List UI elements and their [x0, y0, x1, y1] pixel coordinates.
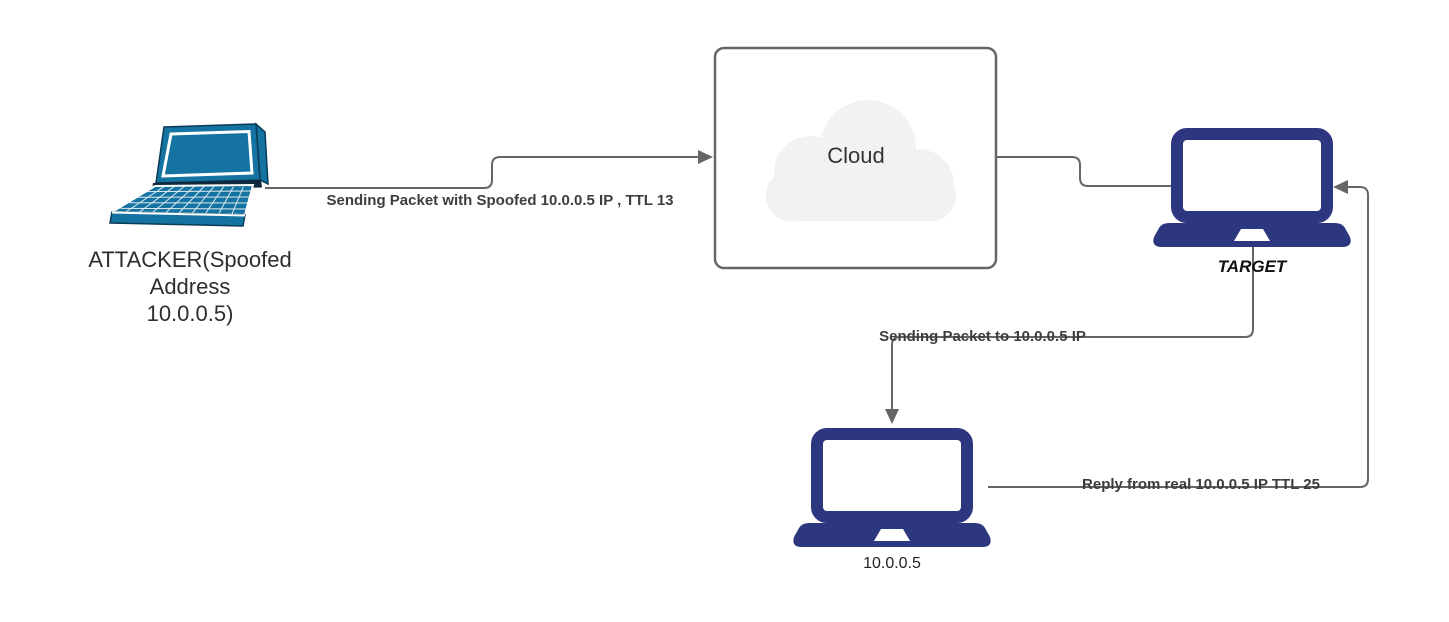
edge-real-host-to-target[interactable] [988, 180, 1369, 488]
attacker-label: ATTACKER(Spoofed Address 10.0.0.5) [60, 246, 320, 327]
edge-label-attacker-to-cloud: Sending Packet with Spoofed 10.0.0.5 IP … [326, 192, 674, 209]
cloud-label: Cloud [827, 143, 885, 168]
trackpad-notch [1234, 229, 1270, 241]
attacker-laptop-icon[interactable] [108, 122, 269, 227]
trackpad-notch [874, 529, 910, 541]
edge-real-host-to-target-line[interactable] [988, 186, 1369, 488]
edge-label-real-host-to-target: Reply from real 10.0.0.5 IP TTL 25 [1082, 476, 1320, 493]
attacker-label-line1: ATTACKER(Spoofed [88, 247, 292, 272]
edge-target-to-real-host-line[interactable] [891, 247, 1254, 410]
cloud-icon [766, 100, 956, 222]
cloud-box[interactable] [713, 46, 998, 270]
target-label: TARGET [1217, 257, 1287, 276]
real-host-label: 10.0.0.5 [863, 555, 921, 572]
edge-attacker-to-cloud[interactable] [265, 150, 713, 189]
arrowhead-down-icon [885, 409, 899, 424]
target-laptop-icon[interactable] [1153, 128, 1351, 247]
real-host-laptop-icon[interactable] [793, 428, 991, 547]
attacker-label-line2: Address [149, 274, 231, 299]
edge-label-target-to-real-host: Sending Packet to 10.0.0.5 IP [879, 328, 1086, 345]
edge-cloud-to-target-line[interactable] [996, 156, 1171, 187]
edge-cloud-to-target[interactable] [996, 156, 1171, 187]
edge-attacker-to-cloud-line[interactable] [265, 156, 699, 189]
attacker-label-line3: 10.0.0.5) [146, 301, 234, 326]
arrowhead-left-icon [1333, 180, 1348, 194]
edge-target-to-real-host[interactable] [885, 247, 1254, 424]
arrowhead-right-icon [698, 150, 713, 164]
